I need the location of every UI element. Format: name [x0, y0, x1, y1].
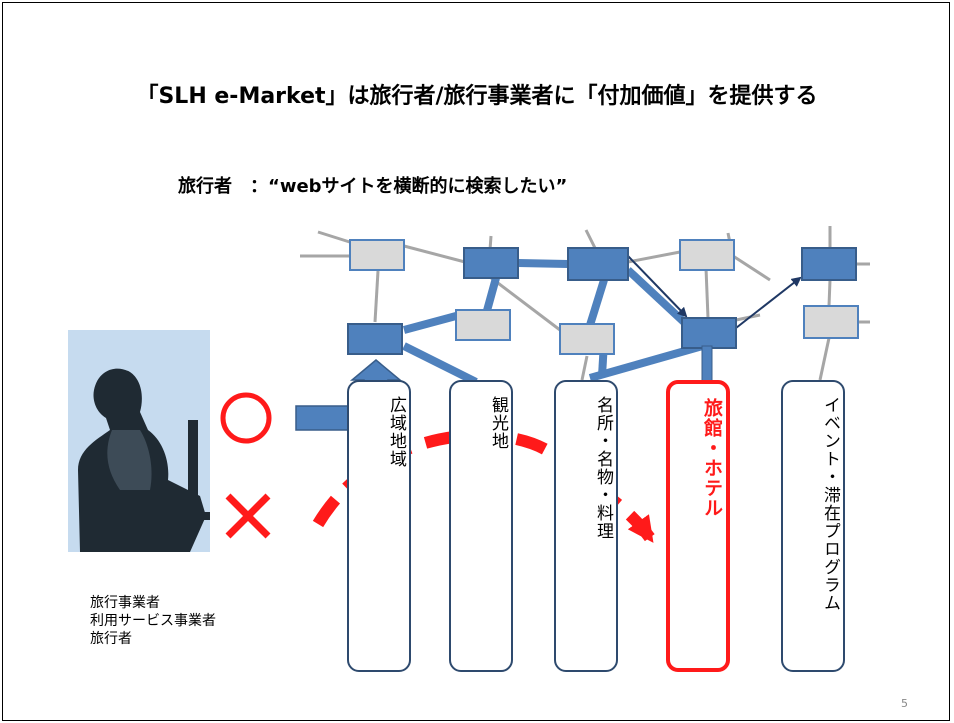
node-light: [679, 239, 735, 271]
caption-line: 旅行者: [90, 631, 132, 647]
column-hotel: 旅館・ホテル: [666, 380, 730, 672]
network-nodes: [347, 239, 859, 355]
column-events: イベント・滞在プログラム: [781, 380, 845, 672]
column-sightseeing: 観光地: [449, 380, 513, 672]
ng-cross-icon: [225, 493, 271, 539]
node-dark: [681, 317, 737, 349]
node-dark: [801, 247, 857, 281]
arrow-to-hotel-node: [627, 255, 688, 318]
node-light: [455, 309, 511, 341]
column-label: 広域地域: [386, 396, 406, 468]
person-image: [68, 330, 210, 552]
node-dark: [347, 323, 403, 355]
slide-title: 「SLH e-Market」は旅行者/旅行事業者に「付加価値」を提供する: [136, 84, 818, 109]
caption-line: 利用サービス事業者: [90, 613, 216, 629]
red-dashed-arrow: [312, 429, 655, 543]
column-attractions: 名所・名物・料理: [554, 380, 618, 672]
node-dark: [463, 247, 519, 279]
arrow-to-event-node: [735, 276, 802, 329]
actor-caption: 旅行事業者 利用サービス事業者 旅行者: [90, 594, 216, 648]
column-label: イベント・滞在プログラム: [820, 396, 840, 612]
node-light: [559, 323, 615, 355]
caption-line: 旅行事業者: [90, 595, 160, 611]
ok-circle-icon: [220, 392, 272, 444]
node-light: [803, 305, 859, 339]
page-number: 5: [901, 697, 908, 710]
node-light: [349, 239, 405, 271]
column-label: 観光地: [488, 396, 508, 450]
search-path: [402, 259, 708, 386]
slide-subtitle: 旅行者 ：“webサイトを横断的に検索したい”: [178, 176, 568, 197]
column-label: 名所・名物・料理: [593, 396, 613, 540]
column-region: 広域地域: [347, 380, 411, 672]
column-label: 旅館・ホテル: [701, 398, 723, 518]
node-dark: [567, 247, 629, 281]
